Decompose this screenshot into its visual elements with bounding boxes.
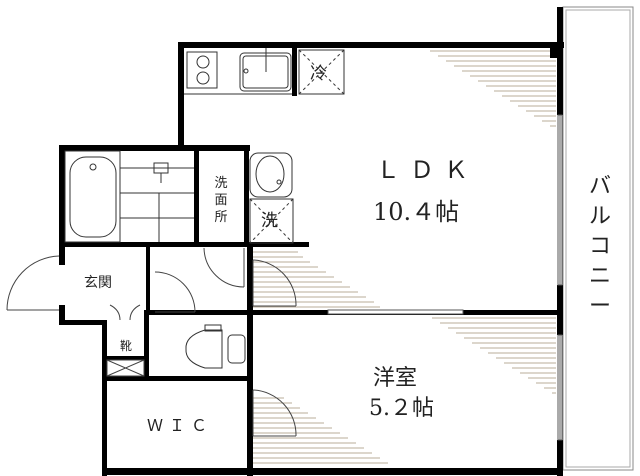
shoe-closet-label: 靴 [120, 339, 133, 353]
balcony-label: バルコニー [588, 174, 611, 319]
toilet-fixture [185, 324, 246, 369]
western-room-size-label: 5.２帖 [369, 396, 434, 421]
walls [59, 7, 564, 476]
stove-burner-icon [196, 55, 210, 69]
door-swings [6, 247, 297, 437]
fridge-space [298, 49, 345, 95]
floor-hatching [252, 50, 556, 464]
kitchen-fixtures [184, 48, 345, 95]
washroom-label: 洗面所 [214, 176, 228, 225]
fridge-label: 冷 [310, 64, 327, 84]
washer-label: 洗 [261, 211, 278, 231]
bath-fixtures [64, 150, 294, 244]
ldk-label: ＬＤＫ [376, 156, 478, 184]
windows [327, 114, 563, 441]
western-room-label: 洋室 [373, 366, 418, 391]
entrance-label: 玄関 [84, 275, 112, 291]
ldk-size-label: 10.４帖 [373, 198, 460, 226]
balcony-area [562, 6, 634, 471]
wic-label: ＷＩＣ [147, 416, 214, 435]
